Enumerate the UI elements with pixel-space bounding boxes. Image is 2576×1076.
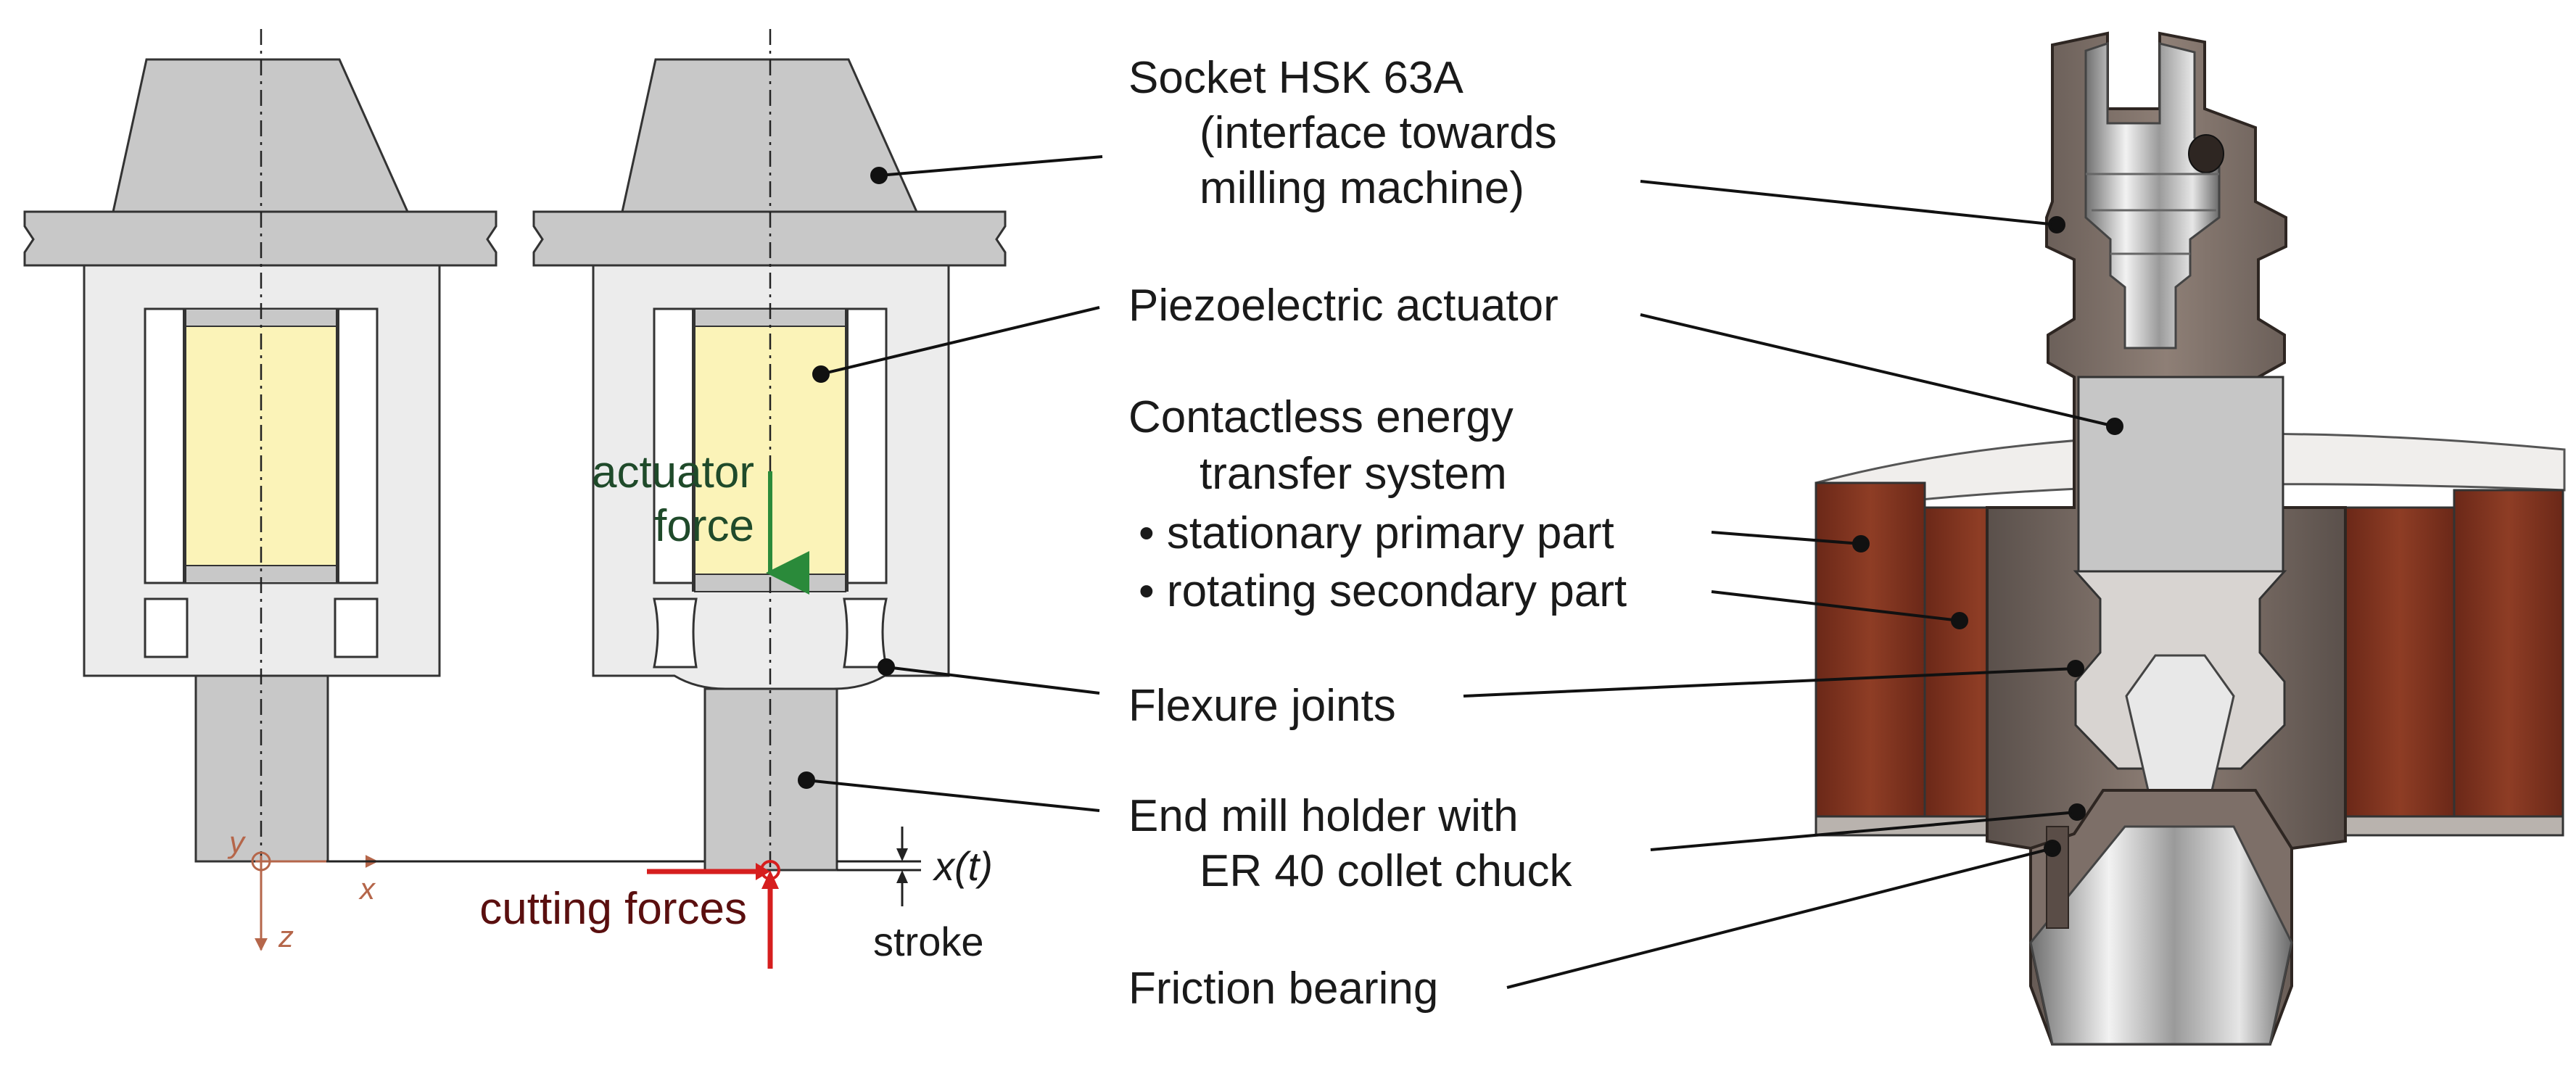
stroke-dimension: x(t) stroke	[837, 827, 993, 964]
secondary-coil-right	[2344, 506, 2456, 818]
hsk-socket-interior	[2084, 41, 2221, 349]
collet-bore	[2029, 825, 2293, 1046]
label-friction: Friction bearing	[1128, 964, 1438, 1014]
label-primary: • stationary primary part	[1139, 508, 1614, 558]
leader-lines	[798, 155, 2123, 989]
label-cet-line1: Contactless energy	[1128, 392, 1514, 442]
label-cet-line2: transfer system	[1200, 449, 1507, 499]
cutting-forces-label: cutting forces	[479, 884, 747, 934]
primary-coil-left	[1815, 481, 1926, 818]
slot-left	[653, 597, 698, 669]
slot-right	[843, 597, 888, 669]
flange	[23, 210, 498, 267]
label-socket-line3: milling machine)	[1200, 163, 1524, 213]
label-piezo: Piezoelectric actuator	[1128, 281, 1559, 331]
actuator-force-label-line1: actuator	[592, 447, 754, 497]
slot-right	[334, 597, 379, 658]
cutting-forces: cutting forces	[479, 860, 780, 969]
flange	[532, 210, 1007, 267]
stroke-label: stroke	[873, 919, 984, 964]
label-socket-line2: (interface towards	[1200, 108, 1557, 158]
label-flexure: Flexure joints	[1128, 681, 1396, 731]
holder-actuated-state: actuator force	[532, 29, 1007, 964]
cavity-wall-left	[183, 309, 186, 583]
label-endmill-line2: ER 40 collet chuck	[1200, 846, 1572, 896]
slot-left	[144, 597, 189, 658]
cavity-wall-right	[846, 309, 849, 592]
cutaway-render	[1815, 31, 2566, 1046]
holder-rest-state: x y z	[23, 29, 498, 953]
axis-y-label: y	[227, 825, 247, 859]
primary-coil-right	[2453, 489, 2564, 818]
piezo-block	[2077, 376, 2284, 573]
axis-z-label: z	[278, 919, 294, 953]
displacement-label: x(t)	[932, 843, 993, 889]
cavity-wall-right	[337, 309, 339, 583]
coil-base-right	[2344, 815, 2564, 837]
axis-x-label: x	[358, 872, 376, 906]
label-endmill-line1: End mill holder with	[1128, 791, 1519, 841]
end-mill-holder-cone	[2125, 654, 2235, 792]
label-socket-line1: Socket HSK 63A	[1128, 53, 1464, 103]
cavity-wall-left	[692, 309, 695, 592]
label-secondary: • rotating secondary part	[1139, 566, 1627, 616]
socket-hole	[2188, 134, 2224, 173]
component-labels: Socket HSK 63A (interface towards millin…	[1128, 53, 1627, 1014]
actuator-force-label-line2: force	[654, 501, 754, 551]
